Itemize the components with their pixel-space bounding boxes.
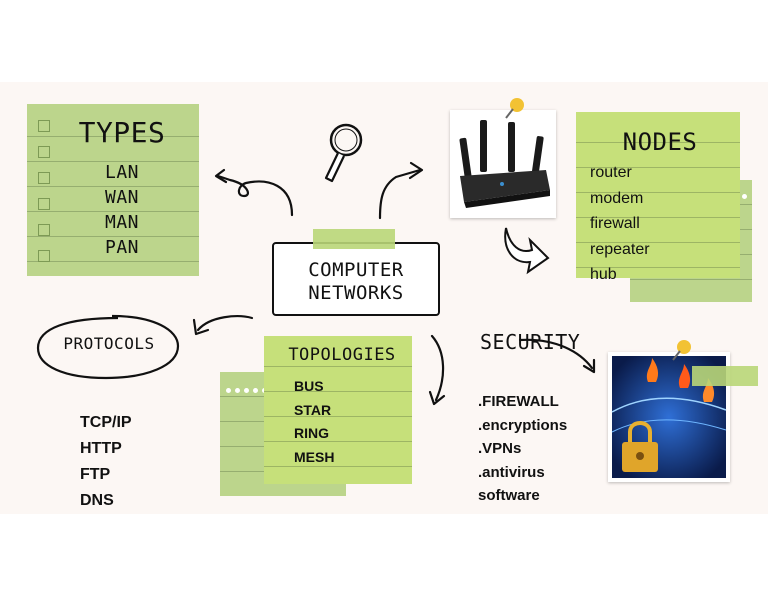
protocols-item: FTP — [80, 466, 111, 483]
topologies-item: MESH — [294, 448, 335, 465]
types-checkboxes — [38, 120, 50, 262]
pushpin-icon — [505, 98, 524, 119]
security-item: .FIREWALL — [478, 393, 559, 410]
protocols-item: DNS — [80, 492, 114, 509]
nodes-note — [576, 112, 740, 278]
security-title: SECURITY — [480, 330, 581, 354]
protocols-title: PROTOCOLS — [63, 334, 155, 353]
topologies-item: STAR — [294, 401, 332, 418]
security-item: software — [478, 487, 540, 504]
security-list: .FIREWALL .encryptions .VPNs .antivirus … — [478, 390, 567, 508]
central-box — [272, 242, 440, 316]
magnifier-icon — [324, 123, 363, 183]
nodes-list: router modem firewall repeater hub — [590, 160, 650, 288]
protocols-item: TCP/IP — [80, 414, 132, 431]
protocols-oval — [36, 314, 180, 380]
central-title-line2: NETWORKS — [308, 282, 404, 304]
nodes-item: hub — [590, 266, 617, 283]
security-item: .VPNs — [478, 440, 522, 457]
types-item: LAN — [104, 162, 139, 183]
nodes-item: modem — [590, 189, 644, 207]
types-title: TYPES — [78, 116, 166, 149]
protocols-list: TCP/IP HTTP FTP DNS — [80, 410, 132, 514]
central-tape — [313, 229, 395, 249]
topologies-item: BUS — [294, 378, 324, 394]
types-list: LAN WAN MAN PAN — [27, 160, 217, 260]
nodes-item: firewall — [590, 215, 640, 232]
topologies-title: TOPOLOGIES — [288, 345, 396, 365]
protocols-item: HTTP — [80, 440, 122, 457]
router-photo — [450, 110, 556, 218]
security-item: .antivirus — [478, 463, 545, 481]
nodes-item: repeater — [590, 240, 650, 258]
nodes-item: router — [590, 164, 632, 181]
topologies-list: BUS STAR RING MESH — [294, 375, 334, 469]
nodes-back-dots — [742, 184, 751, 203]
types-item: MAN — [104, 212, 139, 233]
types-note — [27, 104, 199, 276]
topologies-item: RING — [294, 425, 329, 441]
central-title-line1: COMPUTER — [308, 259, 404, 281]
types-item: PAN — [104, 237, 139, 258]
photo-tape — [692, 366, 758, 386]
types-item: WAN — [104, 187, 139, 208]
nodes-title: NODES — [622, 128, 698, 156]
router-icon — [450, 110, 556, 218]
pushpin-icon — [672, 340, 691, 361]
security-item: .encryptions — [478, 416, 568, 434]
topologies-note — [264, 336, 412, 484]
